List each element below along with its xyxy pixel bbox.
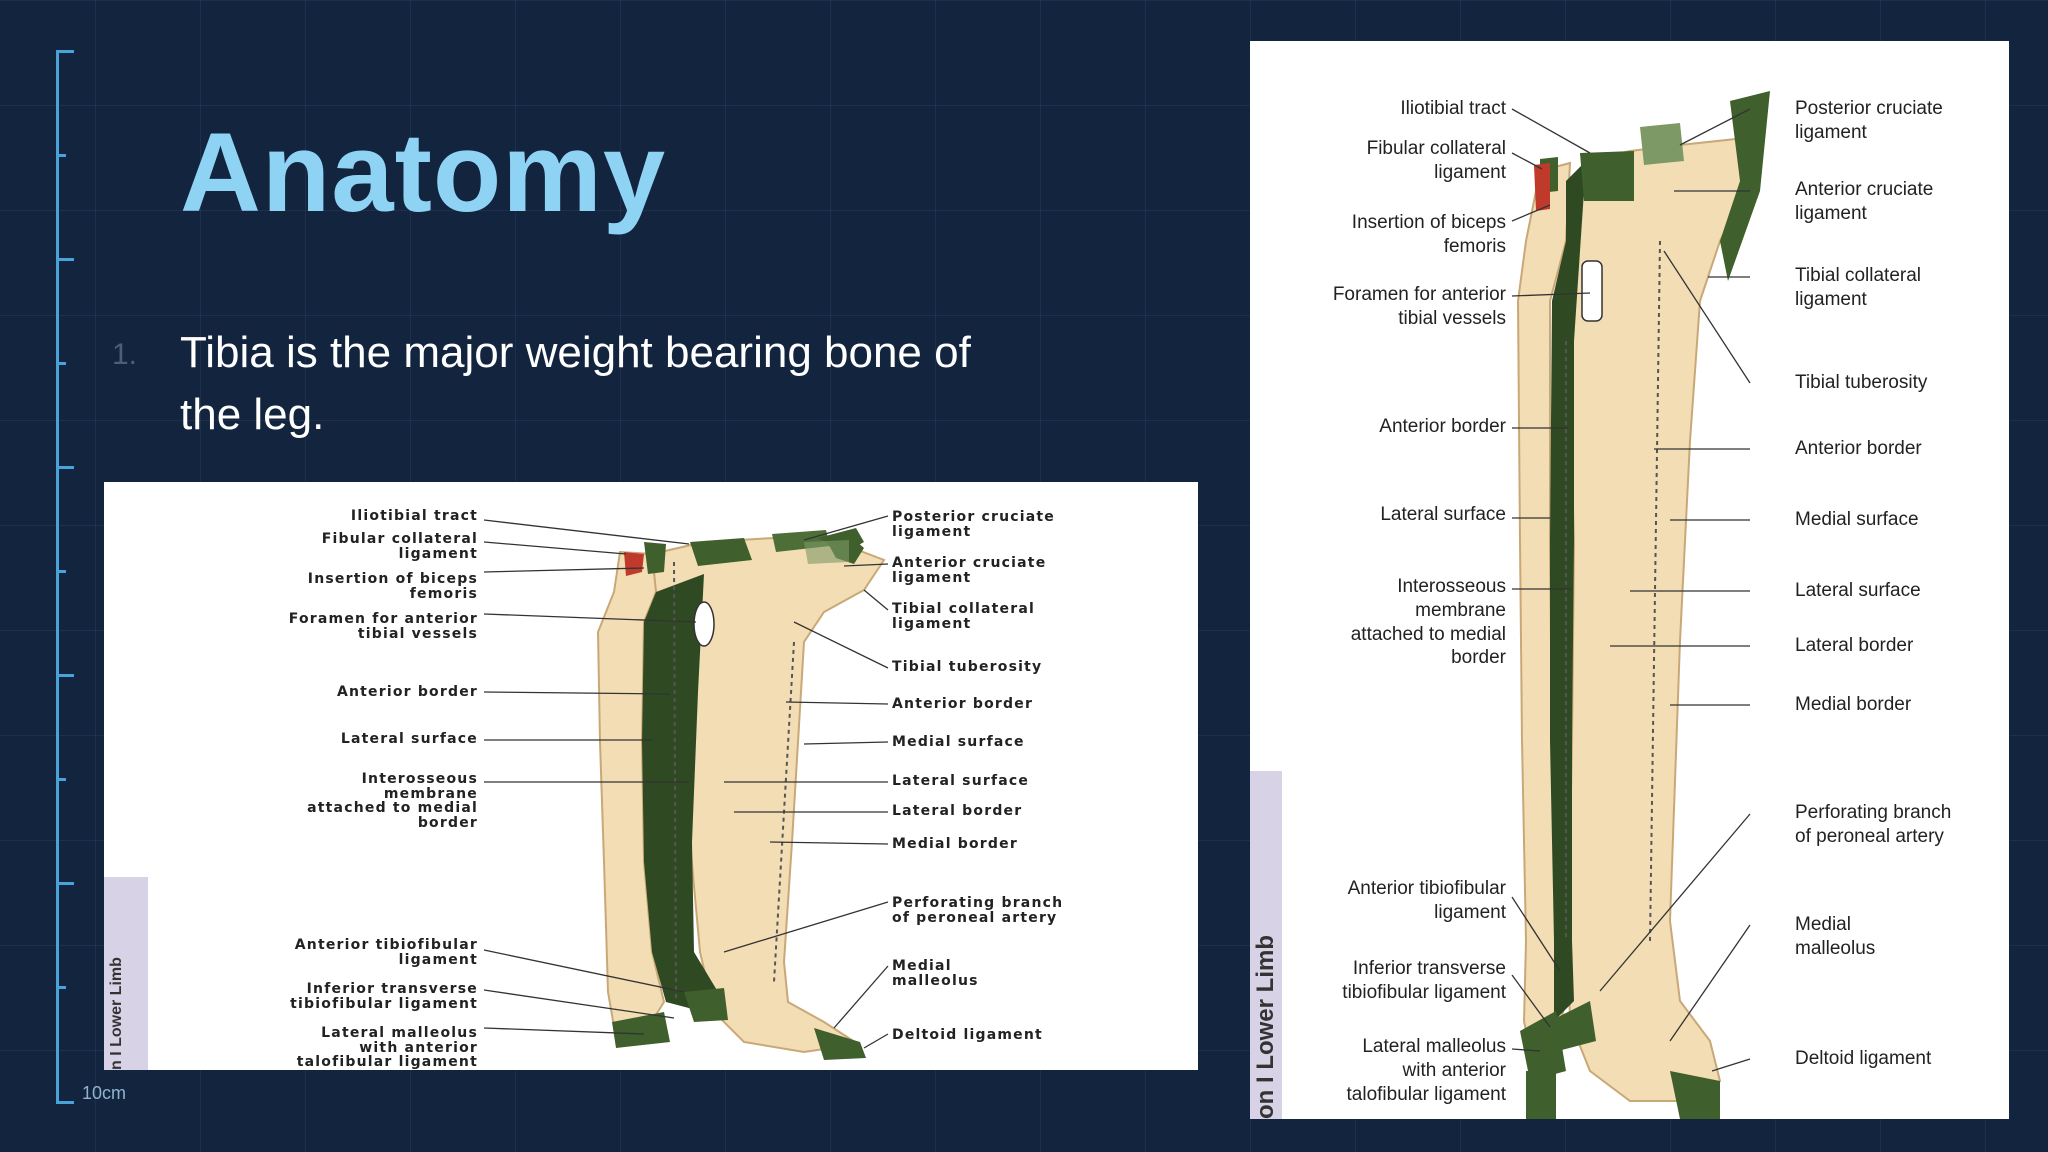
label-insertion-biceps-femoris: Insertion of biceps femoris bbox=[1351, 212, 1506, 257]
label-anterior-cruciate-ligament: Anterior cruciate ligament bbox=[1795, 179, 1934, 224]
label-deltoid-ligament: Deltoid ligament bbox=[1795, 1048, 1932, 1069]
label-medial-surface: Medial surface bbox=[1795, 509, 1919, 530]
label-foramen-anterior-tibial-vessels: Foramen for anterior tibial vessels bbox=[1332, 284, 1506, 329]
label-lateral-border: Lateral border bbox=[1795, 635, 1914, 656]
bone-illustration bbox=[1511, 91, 1770, 1119]
label-iliotibial-tract: Iliotibial tract bbox=[1400, 98, 1506, 119]
label-deltoid-ligament: Deltoid ligament bbox=[892, 1027, 1043, 1043]
label-inferior-transverse-ligament: Inferior transverse tibiofibular ligamen… bbox=[290, 981, 478, 1012]
label-anterior-border: Anterior border bbox=[336, 684, 478, 700]
label-medial-border: Medial border bbox=[1795, 694, 1912, 715]
label-inferior-transverse-ligament: Inferior transverse tibiofibular ligamen… bbox=[1342, 958, 1506, 1003]
side-strip bbox=[1250, 771, 1282, 1119]
label-foramen-anterior-tibial-vessels: Foramen for anterior tibial vessels bbox=[288, 611, 478, 642]
label-fibular-collateral-ligament: Fibular collateral ligament bbox=[1366, 138, 1506, 183]
label-medial-border: Medial border bbox=[892, 836, 1018, 852]
label-lateral-surface: Lateral surface bbox=[340, 731, 478, 747]
label-anterior-tibiofibular-ligament: Anterior tibiofibular ligament bbox=[294, 937, 478, 968]
label-medial-surface: Medial surface bbox=[892, 734, 1025, 750]
label-tibial-tuberosity: Tibial tuberosity bbox=[1795, 372, 1928, 393]
label-iliotibial-tract: Iliotibial tract bbox=[350, 508, 478, 524]
list-item-number: 1. bbox=[112, 338, 138, 371]
label-medial-malleolus: Medial malleolus bbox=[1795, 914, 1876, 959]
label-insertion-biceps-femoris: Insertion of biceps femoris bbox=[307, 571, 478, 602]
label-fibular-collateral-ligament: Fibular collateral ligament bbox=[321, 531, 478, 562]
side-strip bbox=[104, 877, 148, 1070]
label-lateral-surface-right: Lateral surface bbox=[892, 773, 1030, 789]
label-anterior-border-right: Anterior border bbox=[1795, 438, 1922, 459]
label-interosseous-membrane: Interosseous membrane attached to medial… bbox=[307, 771, 478, 832]
label-medial-malleolus: Medial malleolus bbox=[892, 958, 979, 989]
label-lateral-malleolus: Lateral malleolus with anterior talofibu… bbox=[1346, 1036, 1506, 1105]
label-anterior-tibiofibular-ligament: Anterior tibiofibular ligament bbox=[1347, 878, 1506, 923]
label-lateral-surface: Lateral surface bbox=[1380, 504, 1506, 525]
label-lateral-malleolus: Lateral malleolus with anterior talofibu… bbox=[296, 1025, 478, 1070]
ruler-label: 10cm bbox=[82, 1083, 127, 1103]
label-anterior-border-right: Anterior border bbox=[892, 696, 1034, 712]
label-tibial-collateral-ligament: Tibial collateral ligament bbox=[1795, 265, 1922, 310]
label-posterior-cruciate-ligament: Posterior cruciate ligament bbox=[1795, 98, 1943, 143]
label-interosseous-membrane: Interosseous membrane attached to medial… bbox=[1350, 576, 1506, 669]
tibia-fibula-diagram-large: on I Lower Limb bbox=[1250, 41, 2009, 1119]
label-tibial-collateral-ligament: Tibial collateral ligament bbox=[892, 601, 1035, 632]
label-tibial-tuberosity: Tibial tuberosity bbox=[892, 659, 1043, 675]
label-lateral-surface-right: Lateral surface bbox=[1795, 580, 1921, 601]
label-anterior-cruciate-ligament: Anterior cruciate ligament bbox=[892, 555, 1047, 586]
label-posterior-cruciate-ligament: Posterior cruciate ligament bbox=[892, 509, 1056, 540]
bone-illustration bbox=[483, 515, 889, 1060]
label-anterior-border: Anterior border bbox=[1379, 416, 1506, 437]
ruler bbox=[56, 50, 76, 1104]
tibia-fibula-diagram-small: n I Lower Limb bbox=[104, 482, 1198, 1070]
label-perforating-branch: Perforating branch of peroneal artery bbox=[892, 895, 1064, 926]
slide-title: Anatomy bbox=[180, 110, 667, 235]
list-item-text: Tibia is the major weight bearing bone o… bbox=[180, 328, 971, 439]
label-perforating-branch: Perforating branch of peroneal artery bbox=[1795, 802, 1952, 847]
label-lateral-border: Lateral border bbox=[892, 803, 1023, 819]
